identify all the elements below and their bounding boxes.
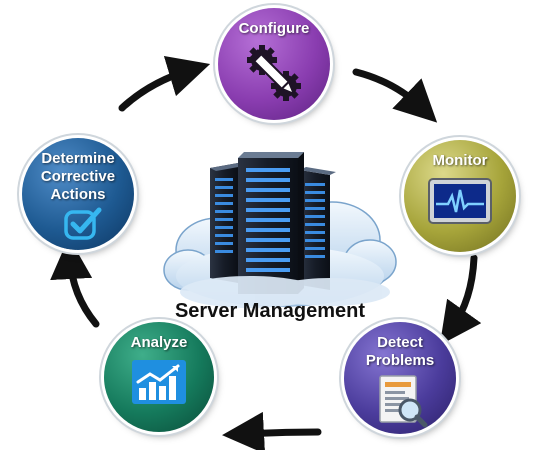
- node-analyze: Analyze: [104, 322, 214, 432]
- report-magnifier-icon: [379, 375, 428, 428]
- pencil-gears-icon: [247, 45, 301, 101]
- node-analyze-label: Analyze: [130, 334, 188, 351]
- cycle-arrows: [50, 55, 482, 450]
- arrow-detect-to-analyze: [222, 411, 322, 450]
- heartbeat-monitor-icon: [428, 178, 492, 224]
- center-title: Server Management: [174, 300, 366, 322]
- node-configure: Configure: [218, 8, 330, 120]
- checkmark-icon: [64, 207, 102, 240]
- node-detect-problems-label: Detect Problems: [365, 334, 435, 369]
- server-rack-icon: [210, 152, 336, 294]
- node-determine-corrective-actions-label: Determine Corrective Actions: [40, 150, 116, 203]
- cloud-front: [180, 276, 390, 308]
- node-monitor: Monitor: [404, 140, 516, 252]
- node-determine-corrective-actions: Determine Corrective Actions: [22, 138, 134, 250]
- arrow-configure-to-monitor: [352, 68, 438, 123]
- node-configure-label: Configure: [238, 20, 310, 37]
- arrow-determine-to-configure: [118, 55, 211, 112]
- node-detect-problems: Detect Problems: [344, 322, 456, 434]
- arrow-analyze-to-determine: [50, 237, 100, 328]
- node-monitor-label: Monitor: [432, 152, 488, 169]
- arrow-monitor-to-detect: [439, 254, 482, 346]
- rising-bar-chart-icon: [132, 360, 186, 404]
